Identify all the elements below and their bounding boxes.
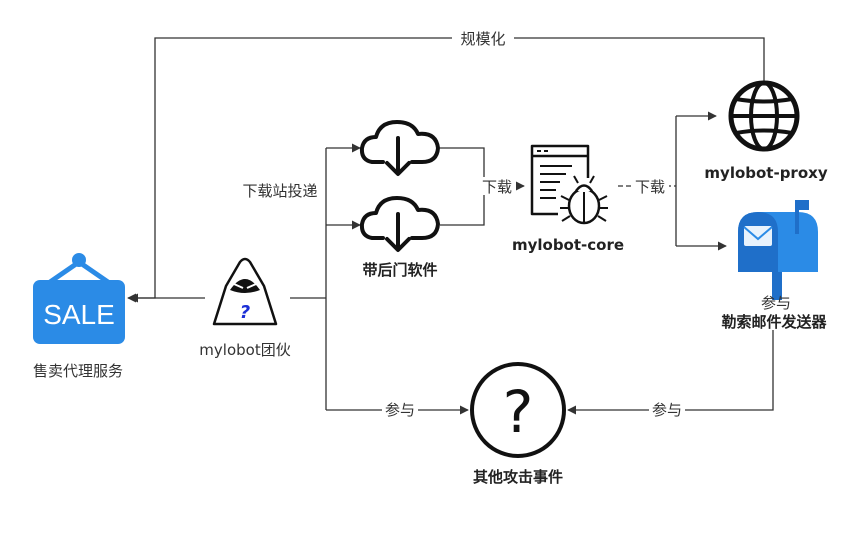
node-mylobot-proxy: mylobot-proxy [704, 80, 828, 182]
label-mylobot-core: mylobot-core [512, 236, 624, 254]
edge-label-download-2: 下载 [635, 178, 665, 196]
question-mark-glyph: ? [503, 378, 534, 446]
hooded-hacker-icon: ? [212, 257, 278, 326]
edge-label-participate-3: 参与 [761, 294, 791, 312]
node-sale-service: SALE 售卖代理服务 [33, 253, 125, 380]
bug-document-icon [530, 144, 608, 225]
label-backdoor-software: 带后门软件 [362, 261, 437, 279]
edge-label-delivery: 下载站投递 [242, 182, 317, 200]
node-mylobot-gang: ? mylobot团伙 [199, 257, 291, 359]
edge-scale [127, 37, 765, 303]
cloud-download-icon [359, 120, 440, 176]
label-ransom-mailer: 勒索邮件发送器 [721, 313, 827, 331]
node-backdoor-software: 带后门软件 [359, 196, 440, 279]
edge-mailer-to-other [567, 330, 774, 415]
edge-label-scale: 规模化 [460, 30, 505, 48]
edge-label-participate-2: 参与 [652, 401, 682, 419]
node-mylobot-core: mylobot-core [512, 144, 624, 254]
label-sale-service: 售卖代理服务 [33, 362, 123, 380]
node-other-attacks: ? 其他攻击事件 [470, 362, 566, 486]
label-mylobot-proxy: mylobot-proxy [704, 164, 827, 182]
sale-sign-text: SALE [43, 299, 115, 330]
mailbox-icon [738, 200, 818, 300]
label-mylobot-gang: mylobot团伙 [199, 341, 290, 359]
cloud-download-icon [359, 196, 440, 252]
node-download-site [359, 120, 440, 176]
globe-icon [728, 80, 800, 152]
question-circle-icon: ? [470, 362, 566, 458]
sale-sign-icon: SALE [33, 253, 125, 344]
hacker-question-mark: ? [240, 302, 250, 323]
node-ransom-mailer: 参与 勒索邮件发送器 [721, 200, 827, 331]
edge-cloud2-to-core [440, 186, 485, 226]
edge-label-download-1: 下载 [482, 178, 512, 196]
edge-label-participate-1: 参与 [385, 401, 415, 419]
label-other-attacks: 其他攻击事件 [473, 468, 563, 486]
